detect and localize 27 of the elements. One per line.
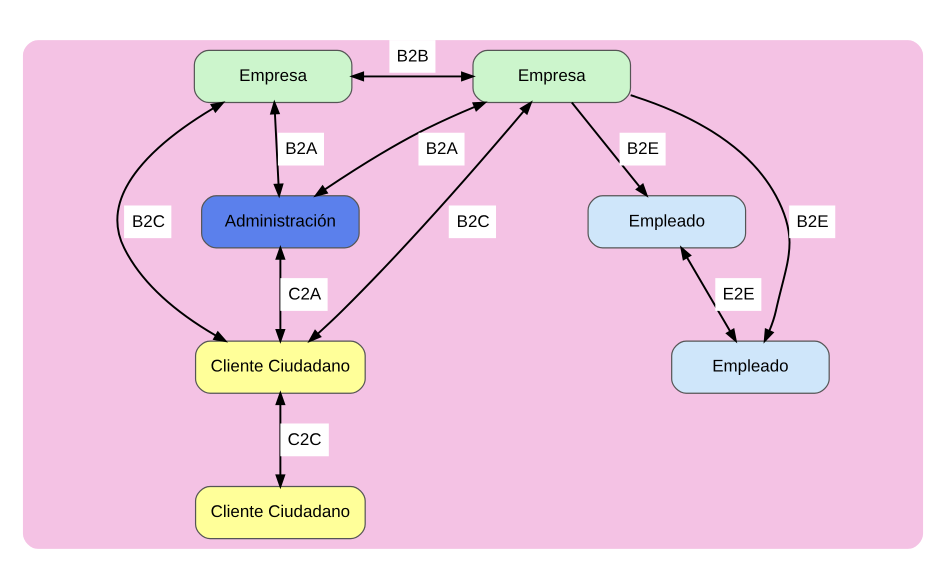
arrow bbox=[269, 99, 284, 198]
arrow bbox=[630, 94, 790, 344]
edge-label: C2C bbox=[287, 429, 322, 448]
edge-label: B2C bbox=[456, 211, 490, 230]
arrow bbox=[312, 101, 488, 197]
arrow bbox=[348, 70, 476, 82]
node-box: Cliente Ciudadano bbox=[194, 485, 366, 539]
edge-label: B2E bbox=[626, 138, 658, 158]
arrow bbox=[306, 100, 532, 343]
edge-label: B2A bbox=[284, 138, 317, 158]
edge-label: B2A bbox=[425, 138, 458, 158]
arrow bbox=[274, 244, 286, 344]
node-box: Empresa bbox=[472, 49, 631, 103]
edge-label: B2E bbox=[796, 211, 828, 230]
node-box: Administración bbox=[200, 194, 360, 248]
node-box: Empleado bbox=[670, 340, 830, 394]
edge-label: C2A bbox=[288, 284, 321, 304]
node-box: Empleado bbox=[586, 194, 746, 248]
edge-label: B2C bbox=[131, 211, 164, 230]
arrow bbox=[679, 244, 737, 343]
arrow bbox=[274, 390, 286, 489]
arrow bbox=[116, 100, 228, 342]
arrow bbox=[570, 101, 648, 198]
node-box: Cliente Ciudadano bbox=[194, 340, 366, 394]
edge-label: B2B bbox=[396, 46, 428, 66]
node-box: Empresa bbox=[193, 49, 352, 103]
edge-label: E2E bbox=[722, 284, 754, 304]
